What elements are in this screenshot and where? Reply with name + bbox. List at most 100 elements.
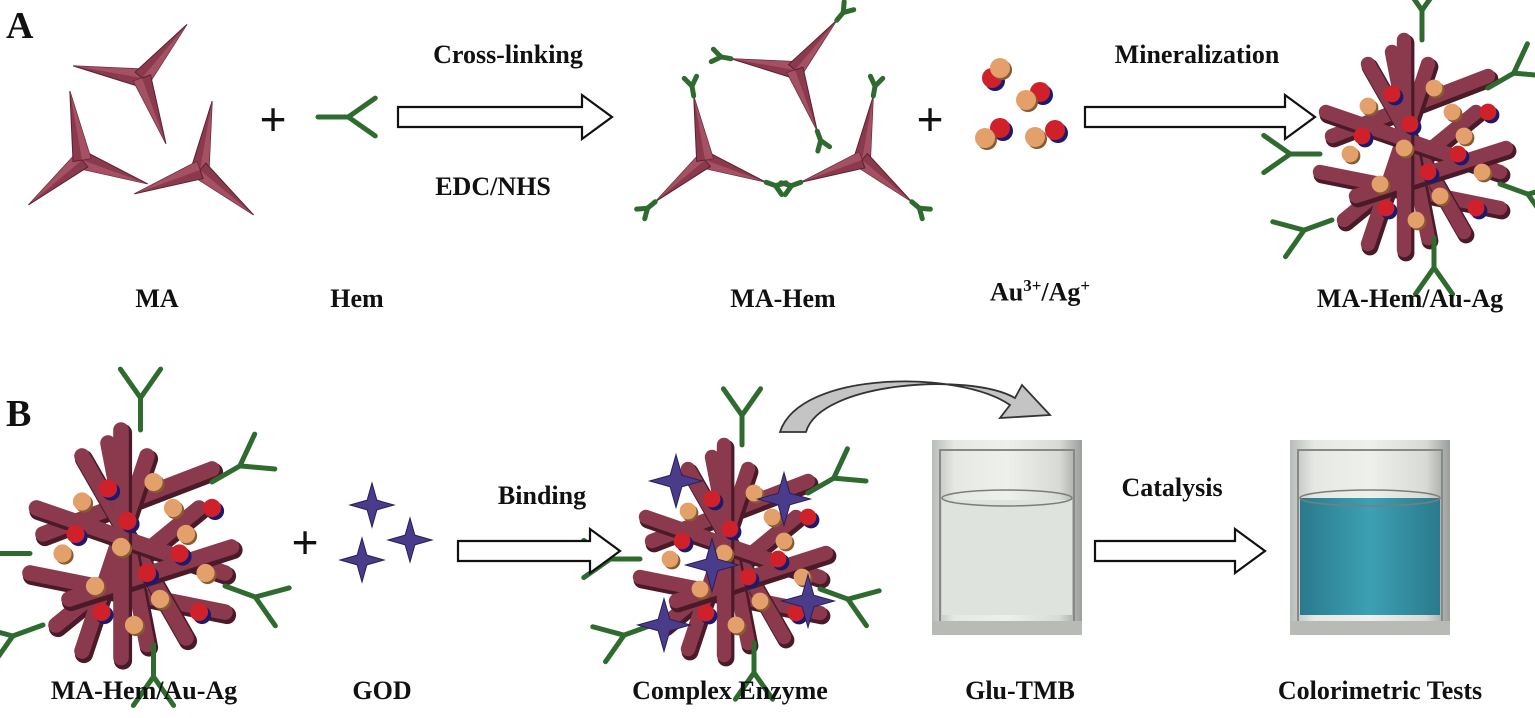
- step-label-cross-linking: Cross-linking: [433, 40, 583, 69]
- ag-particle: [1467, 199, 1485, 217]
- ma-hem-tripod-1: [708, 0, 857, 154]
- au-particle: [1016, 90, 1036, 110]
- hem-linker: [1270, 217, 1335, 260]
- au-particle: [176, 524, 196, 544]
- ma-hem-au-ag-network-b: [0, 366, 292, 708]
- panel-label-b: B: [6, 393, 32, 435]
- au-particle: [727, 616, 745, 634]
- label-ma-hem-au-ag-a: MA-Hem/Au-Ag: [1316, 284, 1504, 313]
- arrow-cross-linking: [396, 92, 614, 142]
- au-particle: [1455, 127, 1473, 145]
- ag-particle: [1377, 199, 1395, 217]
- au-particle: [163, 498, 183, 518]
- step-label-binding: Binding: [497, 481, 587, 510]
- au-particle: [72, 492, 92, 511]
- au-particle: [775, 532, 793, 550]
- step-label-mineralization: Mineralization: [1114, 40, 1280, 69]
- hem-linker: [634, 199, 658, 222]
- hem-linker: [1412, 235, 1456, 297]
- label-ma-hem: MA-Hem: [730, 284, 836, 313]
- arrow-catalysis: [1093, 526, 1267, 576]
- ag-particle: [1419, 163, 1437, 181]
- au-particle: [745, 484, 763, 502]
- panel-label-a: A: [6, 5, 34, 47]
- ma-tripod-2: [28, 90, 149, 206]
- hem-linker: [315, 95, 378, 139]
- hem-linker: [1261, 132, 1323, 176]
- hem-linker: [720, 386, 764, 448]
- au-particle: [1425, 79, 1443, 97]
- hem-linker: [1497, 181, 1535, 209]
- ma-hem-au-ag-network-a: [1261, 0, 1535, 297]
- ma-hem-tripod-3: [778, 73, 933, 222]
- au-particle: [990, 58, 1010, 78]
- au-particle: [150, 589, 170, 609]
- hem-linker: [130, 642, 177, 708]
- au-particle: [1371, 175, 1389, 193]
- ag-particle: [66, 524, 85, 544]
- label-au-ag-ions: Au3+/Ag+: [989, 276, 1091, 307]
- ag-particle: [92, 602, 111, 622]
- au-particle: [1431, 187, 1449, 205]
- hem-linker: [0, 622, 46, 659]
- complex-enzyme-network: [581, 386, 882, 702]
- au-particle: [679, 502, 697, 520]
- au-particle: [1341, 145, 1359, 163]
- ma-tripods: [28, 24, 254, 216]
- god-star-icon: [647, 452, 705, 510]
- ma-tripod-1: [72, 24, 188, 145]
- blue-solution: [1300, 498, 1440, 615]
- hem-linker: [681, 73, 700, 99]
- god-star-icon: [348, 481, 396, 529]
- ag-particle: [118, 511, 137, 531]
- label-complex-enzyme: Complex Enzyme: [632, 676, 828, 705]
- au-particle: [1407, 211, 1425, 229]
- colorimetric-test-vial-photo: [1290, 440, 1450, 635]
- plus-sign-1: +: [259, 93, 287, 145]
- hem-linker: [834, 0, 857, 23]
- hem-linker: [867, 73, 886, 99]
- vial-photos: [932, 440, 1450, 635]
- au-particle: [661, 550, 679, 568]
- ag-particle: [673, 532, 691, 550]
- ag-particle: [170, 544, 189, 563]
- god-star-icon: [386, 516, 434, 564]
- au-particle: [1443, 103, 1461, 121]
- ag-particle: [703, 490, 721, 508]
- ag-particle: [697, 604, 715, 622]
- hem-linker: [590, 622, 655, 665]
- god-star-icon: [683, 536, 741, 594]
- label-god: GOD: [352, 676, 412, 705]
- au-ag-ions: [975, 58, 1068, 150]
- au-particle: [53, 544, 72, 563]
- au-particle: [715, 544, 733, 562]
- god-star-icon: [755, 470, 813, 528]
- god-star-icon: [779, 572, 837, 630]
- ag-particle: [137, 563, 157, 583]
- au-particle: [1359, 97, 1377, 115]
- ag-particle: [739, 568, 757, 586]
- ag-particle: [98, 479, 118, 498]
- ma-hem-tripod-2: [634, 73, 789, 222]
- god-enzyme-icons: [338, 481, 434, 584]
- ag-particle: [1449, 145, 1467, 163]
- label-ma: MA: [135, 284, 179, 313]
- arrow-binding: [456, 526, 622, 576]
- god-star-icon: [338, 536, 386, 584]
- hem-linker: [708, 46, 734, 65]
- step-label-catalysis: Catalysis: [1121, 473, 1223, 502]
- au-particle: [144, 472, 163, 492]
- au-particle: [975, 128, 995, 148]
- au-particle: [763, 508, 781, 526]
- plus-sign-3: +: [291, 516, 319, 568]
- au-particle: [1025, 127, 1045, 147]
- ma-tripod-3: [133, 100, 254, 216]
- label-glu-tmb: Glu-TMB: [965, 676, 1075, 705]
- ag-particle: [769, 550, 787, 568]
- ag-particle: [189, 602, 209, 622]
- hem-linker: [1485, 41, 1535, 91]
- label-colorimetric-tests: Colorimetric Tests: [1277, 676, 1483, 705]
- hem-linker: [778, 179, 804, 198]
- hem-linker: [732, 640, 776, 702]
- ag-particle: [787, 604, 805, 622]
